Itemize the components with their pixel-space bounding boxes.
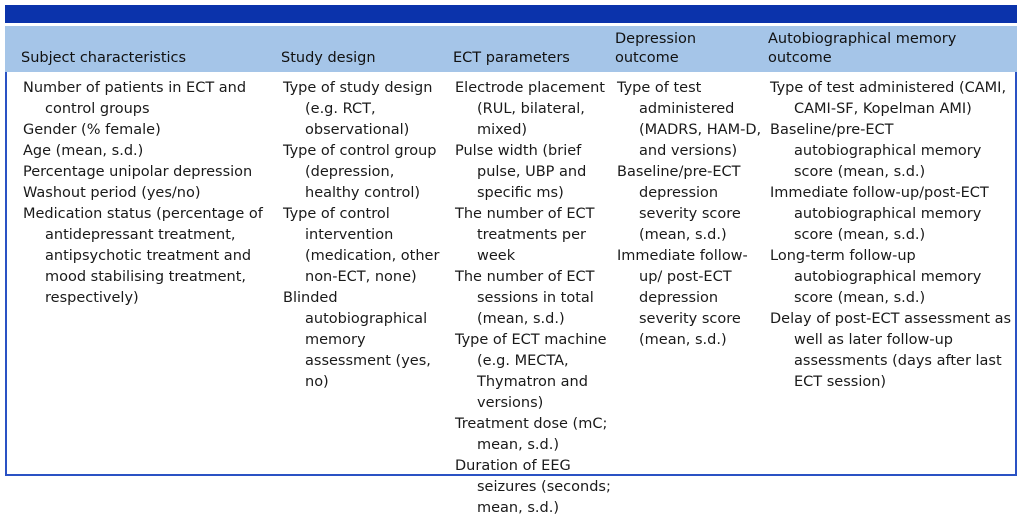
column-header-depression-outcome: Depression outcome [615,26,763,72]
list-item: Washout period (yes/no) [23,185,201,201]
column-header-label: Study design [281,50,376,66]
list-item: Type of control group (depression, healt… [283,143,437,201]
item-list: Type of test administered (CAMI, CAMI-SF… [770,78,1020,393]
list-item: Type of study design (e.g. RCT, observat… [283,80,433,138]
column-header-label: Autobiographical memory outcome [768,31,957,66]
column-header-autobiographical-memory-outcome: Autobiographical memory outcome [768,26,1018,72]
list-item: Number of patients in ECT and control gr… [23,80,247,117]
list-item: Pulse width (brief pulse, UBP and specif… [455,143,587,201]
list-item: Immediate follow-up/ post-ECT depression… [617,248,748,348]
item-list: Type of study design (e.g. RCT, observat… [283,78,451,393]
table-body: Number of patients in ECT and control gr… [5,72,1020,516]
column-header-label: Subject characteristics [21,50,187,66]
item-list: Type of test administered (MADRS, HAM-D,… [617,78,765,351]
list-item: Type of test administered (CAMI, CAMI-SF… [770,80,1007,117]
item-list: Electrode placement (RUL, bilateral, mix… [455,78,613,519]
column-header-study-design: Study design [281,26,449,72]
column-header-label: ECT parameters [453,50,570,66]
list-item: Type of test administered (MADRS, HAM-D,… [617,80,762,159]
column-header-subject-characteristics: Subject characteristics [21,26,273,72]
table-header-row: Subject characteristics Study design ECT… [5,26,1017,72]
list-item: Delay of post-ECT assessment as well as … [770,311,1012,390]
table-column-subject-characteristics: Number of patients in ECT and control gr… [23,78,275,309]
list-item: Baseline/pre-ECT autobiographical memory… [770,122,982,180]
column-header-label: Depression outcome [615,31,697,66]
list-item: Percentage unipolar depression [23,164,253,180]
list-item: Treatment dose (mC; mean, s.d.) [455,416,608,453]
list-item: Age (mean, s.d.) [23,143,144,159]
item-list: Number of patients in ECT and control gr… [23,78,275,309]
table-column-ect-parameters: Electrode placement (RUL, bilateral, mix… [455,78,613,519]
list-item: Long-term follow-up autobiographical mem… [770,248,982,306]
column-header-ect-parameters: ECT parameters [453,26,611,72]
list-item: Immediate follow-up/post-ECT autobiograp… [770,185,989,243]
list-item: Type of control intervention (medication… [283,206,440,285]
list-item: Baseline/pre-ECT depression severity sco… [617,164,741,243]
list-item: Blinded autobiographical memory assessme… [283,290,431,390]
list-item: Gender (% female) [23,122,161,138]
list-item: Electrode placement (RUL, bilateral, mix… [455,80,605,138]
data-extraction-table: Subject characteristics Study design ECT… [5,5,1020,516]
table-column-autobiographical-memory-outcome: Type of test administered (CAMI, CAMI-SF… [770,78,1020,393]
list-item: Duration of EEG seizures (seconds; mean,… [455,458,611,516]
list-item: The number of ECT sessions in total (mea… [455,269,595,327]
table-column-study-design: Type of study design (e.g. RCT, observat… [283,78,451,393]
table-column-depression-outcome: Type of test administered (MADRS, HAM-D,… [617,78,765,351]
list-item: Type of ECT machine (e.g. MECTA, Thymatr… [455,332,607,411]
list-item: The number of ECT treatments per week [455,206,595,264]
list-item: Medication status (percentage of antidep… [23,206,263,306]
table-top-rule [5,5,1017,23]
